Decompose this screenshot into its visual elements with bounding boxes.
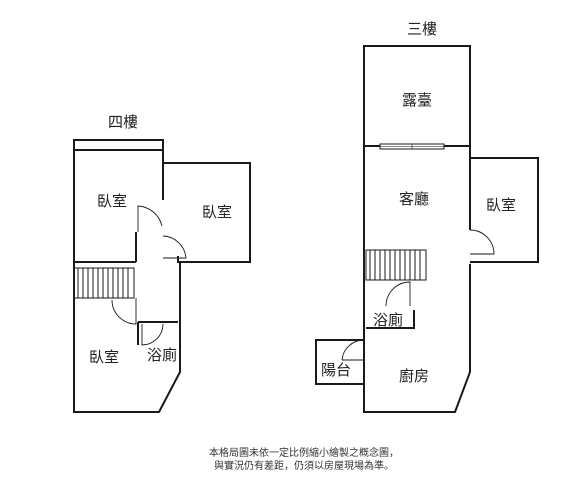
third-floor-stairs [365, 249, 427, 281]
fourth-floor-plan: 四樓 [73, 113, 251, 413]
room-label-bathroom: 浴廁 [373, 311, 403, 329]
disclaimer-line-1: 本格局圖未依一定比例縮小繪製之概念圖， [209, 446, 399, 459]
room-label-bedroom: 臥室 [89, 348, 119, 366]
third-floor-title: 三樓 [407, 20, 437, 38]
third-floor-outer-wall [363, 146, 471, 413]
bedroom-door-swing [162, 235, 187, 259]
fourth-floor-title: 四樓 [108, 113, 138, 131]
balcony-door-swing [341, 339, 365, 361]
third-floor-bedroom-wall [470, 157, 539, 263]
fourth-floor-bedroom-right-wall [162, 162, 251, 263]
bedroom-door-swing [137, 205, 163, 232]
room-label-bedroom: 臥室 [202, 203, 232, 221]
room-label-living-room: 客廳 [399, 190, 429, 208]
disclaimer-line-2: 與實況仍有差距，仍須以房屋現場為準。 [214, 459, 394, 472]
balcony-wall [315, 339, 364, 385]
bedroom-door-swing [111, 298, 137, 325]
bedroom-door-swing [469, 229, 495, 255]
room-label-terrace: 露臺 [402, 91, 432, 109]
room-label-bedroom: 臥室 [97, 192, 127, 210]
fourth-floor-outer-wall [73, 150, 181, 413]
bathroom-door-swing [141, 323, 164, 346]
bathroom-door-swing [385, 281, 411, 307]
room-label-bedroom: 臥室 [486, 196, 516, 214]
terrace-wall [363, 45, 471, 146]
third-floor-plan: 三樓 [315, 20, 539, 413]
room-label-kitchen: 廚房 [399, 367, 429, 385]
sliding-door [379, 143, 445, 150]
room-label-bathroom: 浴廁 [147, 346, 177, 364]
fourth-floor-top-strip [73, 139, 164, 151]
third-floor-bathroom-wall [366, 310, 415, 329]
fourth-floor-stairs [73, 267, 135, 299]
room-label-balcony: 陽台 [321, 361, 351, 379]
